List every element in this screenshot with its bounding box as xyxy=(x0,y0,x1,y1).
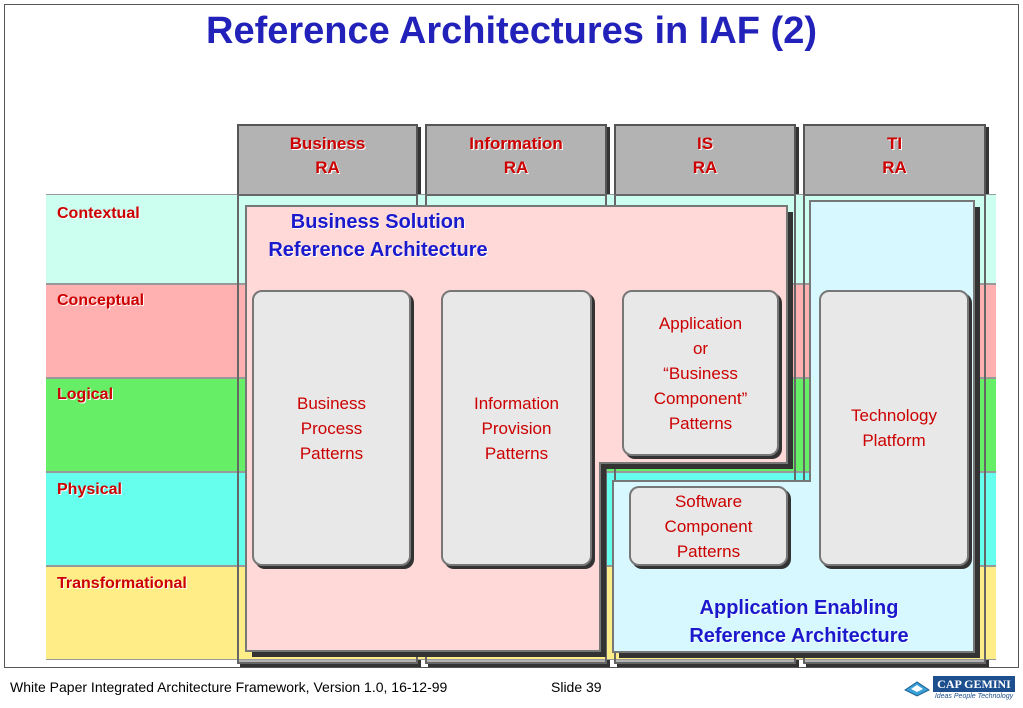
page-title: Reference Architectures in IAF (2) xyxy=(206,10,817,52)
column-label-line1: Business xyxy=(289,134,366,153)
row-label-contextual: Contextual xyxy=(57,205,140,222)
slide-frame xyxy=(4,4,1019,668)
footer-text: White Paper Integrated Architecture Fram… xyxy=(10,679,448,695)
column-label-ti: TI RA xyxy=(803,132,986,180)
software-component-patterns-box: Software Component Patterns xyxy=(629,486,788,566)
row-label-physical: Physical xyxy=(57,481,122,498)
row-label-transformational: Transformational xyxy=(57,575,187,592)
business-solution-label: Business Solution Reference Architecture xyxy=(268,211,488,261)
information-provision-patterns-label: Information Provision Patterns xyxy=(473,393,560,463)
application-enabling-label: Application Enabling Reference Architect… xyxy=(689,597,909,647)
business-process-patterns-box: Business Process Patterns xyxy=(252,290,411,566)
column-label-business: Business RA xyxy=(237,132,418,180)
cap-gemini-logo-icon xyxy=(904,681,930,697)
column-label-is: IS RA xyxy=(614,132,796,180)
column-label-line2: RA xyxy=(882,158,907,177)
software-component-patterns-label: Software Component Patterns xyxy=(664,491,753,561)
row-label-logical: Logical xyxy=(57,386,114,403)
logo-tagline: Ideas People Technology xyxy=(934,693,1014,700)
logo-wordmark: CAP GEMINI xyxy=(933,676,1015,692)
column-label-line1: TI xyxy=(886,134,903,153)
row-label-conceptual: Conceptual xyxy=(57,292,145,309)
technology-platform-label: Technology Platform xyxy=(850,406,937,450)
column-label-line2: RA xyxy=(692,158,718,177)
technology-platform-box: Technology Platform xyxy=(819,290,969,566)
column-label-line2: RA xyxy=(315,158,340,177)
application-patterns-box: Application or “Business Component” Patt… xyxy=(622,290,779,456)
column-label-line1: Information xyxy=(469,134,563,153)
application-patterns-label: Application or “Business Component” Patt… xyxy=(653,313,748,433)
slide-number: Slide 39 xyxy=(551,679,602,695)
column-label-line1: IS xyxy=(696,134,714,153)
column-label-line2: RA xyxy=(503,158,529,177)
information-provision-patterns-box: Information Provision Patterns xyxy=(441,290,592,566)
column-outline-ti xyxy=(803,194,986,664)
column-label-information: Information RA xyxy=(425,132,607,180)
cap-gemini-logo: CAP GEMINI Ideas People Technology xyxy=(903,676,1015,704)
business-process-patterns-label: Business Process Patterns xyxy=(297,393,366,463)
